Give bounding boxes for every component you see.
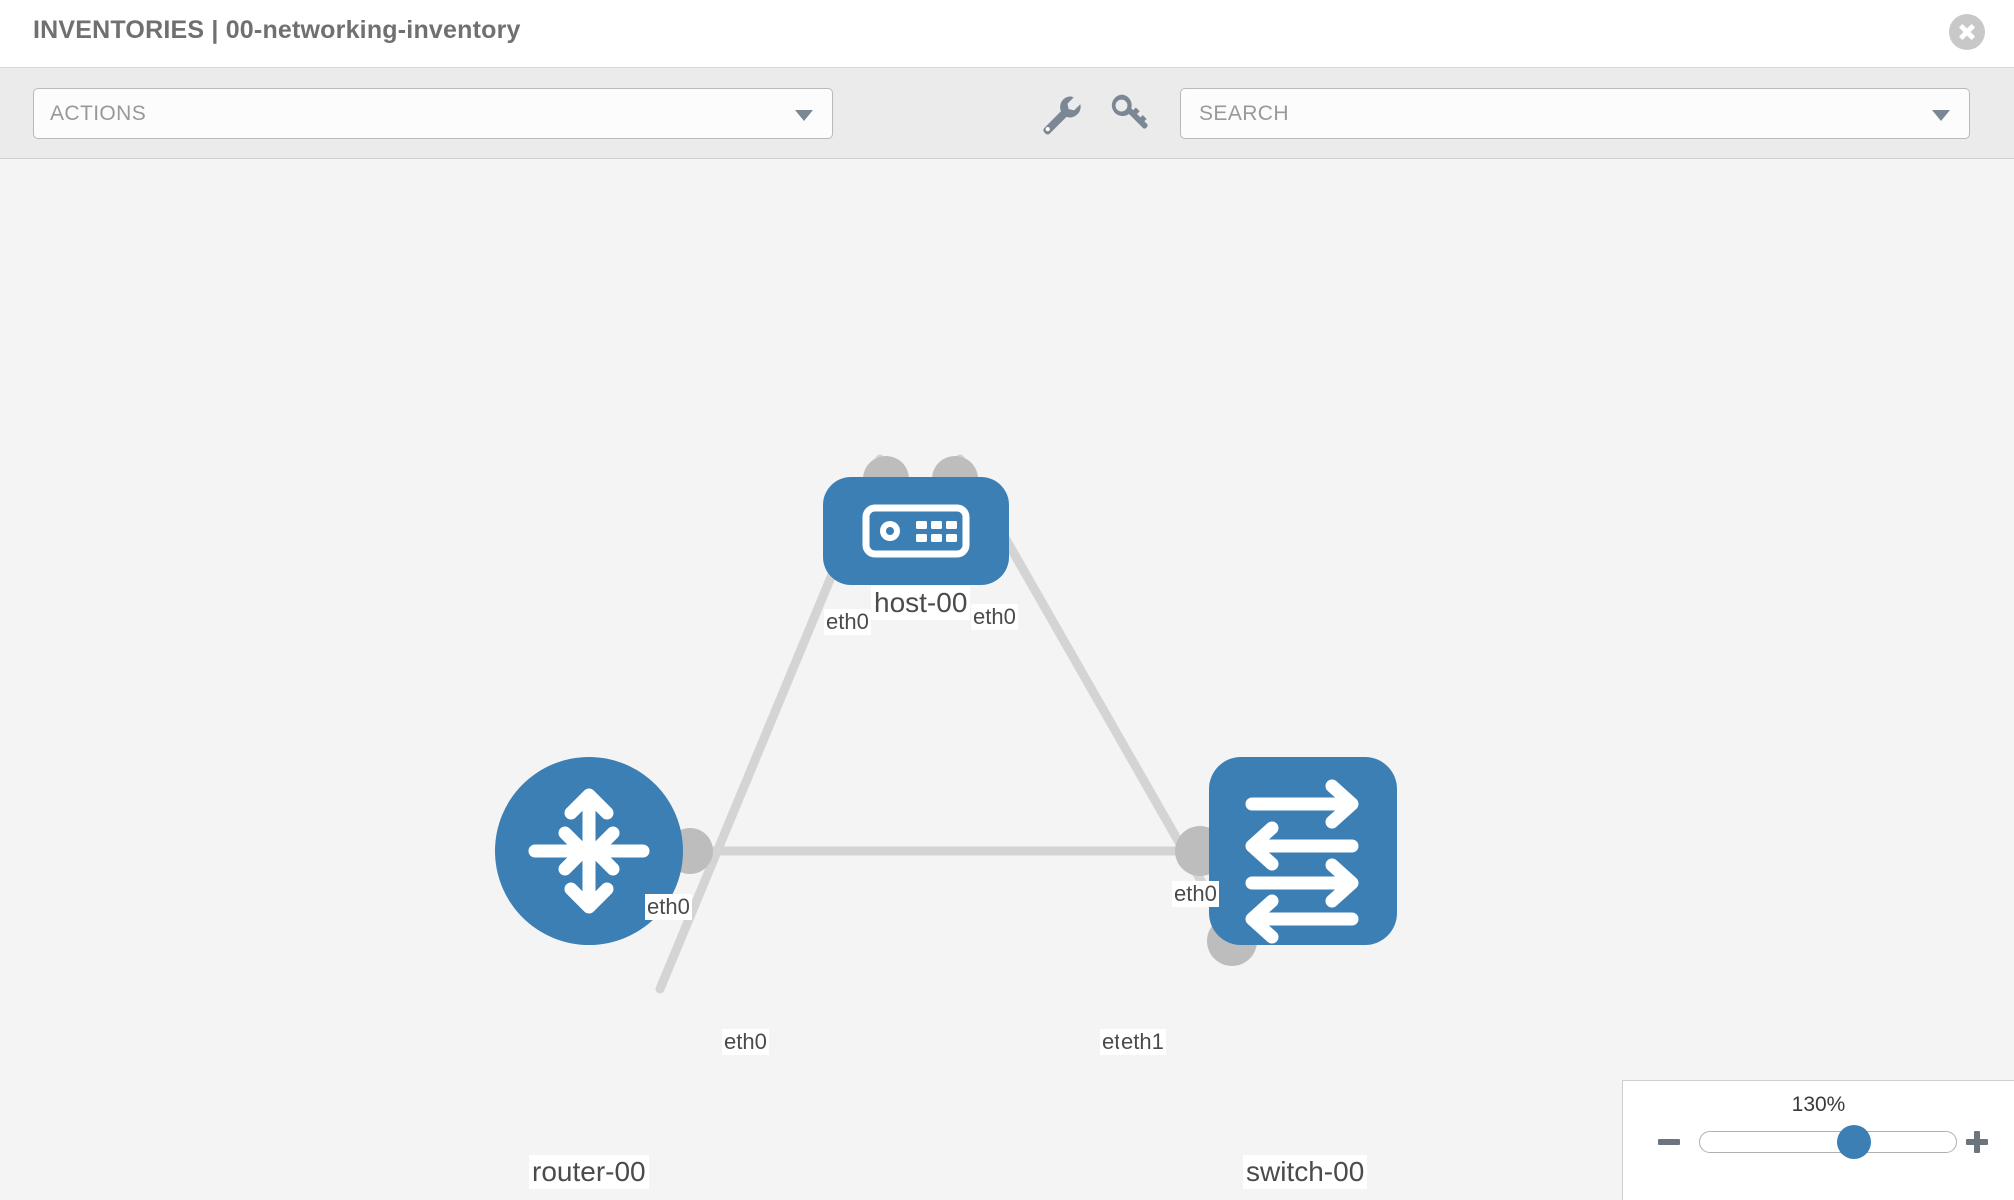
zoom-in-button[interactable] bbox=[1962, 1127, 1992, 1157]
node-switch-00 bbox=[1209, 757, 1397, 945]
search-box[interactable] bbox=[1180, 88, 1970, 139]
search-input[interactable] bbox=[1197, 89, 1917, 138]
page-header: INVENTORIES | 00-networking-inventory bbox=[0, 0, 2014, 68]
zoom-out-button[interactable] bbox=[1654, 1127, 1684, 1157]
server-appliance-icon bbox=[862, 504, 970, 558]
key-icon[interactable] bbox=[1105, 90, 1151, 136]
toolbar: ACTIONS bbox=[0, 68, 2014, 159]
edge-label-router-right-eth0: eth0 bbox=[722, 1029, 769, 1055]
node-host-00 bbox=[823, 477, 1009, 585]
topology-canvas[interactable]: eth0 eth0 eth0 eth0 eth0 eth0 eth1 host-… bbox=[0, 159, 2014, 1200]
chevron-down-icon[interactable] bbox=[1932, 109, 1950, 121]
edge-label-switch-up-eth0: eth0 bbox=[1172, 881, 1219, 907]
zoom-slider[interactable] bbox=[1699, 1125, 1957, 1159]
chevron-down-icon bbox=[795, 109, 813, 121]
node-label-host-00: host-00 bbox=[871, 586, 971, 620]
node-label-router-00: router-00 bbox=[529, 1155, 649, 1189]
zoom-level-label: 130% bbox=[1791, 1093, 1846, 1116]
node-router-00 bbox=[495, 757, 683, 945]
close-icon[interactable] bbox=[1949, 14, 1985, 50]
router-arrows-icon bbox=[528, 788, 650, 914]
node-label-switch-00: switch-00 bbox=[1243, 1155, 1368, 1189]
switch-arrows-icon bbox=[1245, 779, 1359, 944]
actions-dropdown-label: ACTIONS bbox=[50, 102, 147, 125]
zoom-slider-thumb[interactable] bbox=[1836, 1125, 1871, 1159]
page-title: INVENTORIES | 00-networking-inventory bbox=[33, 16, 521, 44]
actions-dropdown[interactable]: ACTIONS bbox=[33, 88, 833, 139]
edge-label-host-right-eth0: eth0 bbox=[971, 604, 1018, 630]
topology-graph bbox=[495, 454, 1397, 994]
edge-label-router-up-eth0: eth0 bbox=[645, 894, 692, 920]
edge-label-switch-left-eth1: eth1 bbox=[1119, 1029, 1166, 1055]
zoom-control-panel: 130% bbox=[1622, 1080, 2014, 1200]
edge-label-host-left-eth0: eth0 bbox=[824, 609, 871, 635]
wrench-icon[interactable] bbox=[1037, 90, 1083, 136]
